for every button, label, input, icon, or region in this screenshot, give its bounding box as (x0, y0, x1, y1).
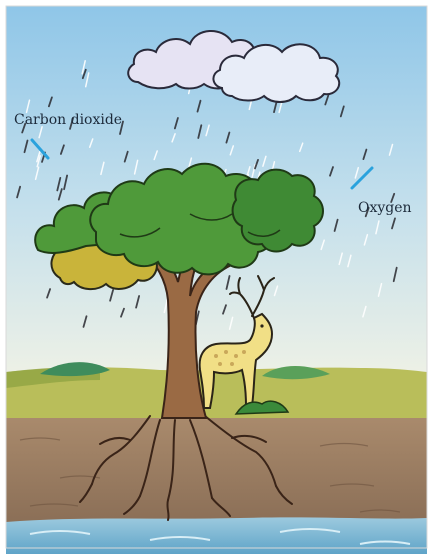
water-icon (6, 517, 427, 554)
soil (6, 418, 427, 526)
oxygen-label: Oxygen (358, 200, 412, 216)
carbon-dioxide-label: Carbon dioxide (14, 112, 122, 128)
